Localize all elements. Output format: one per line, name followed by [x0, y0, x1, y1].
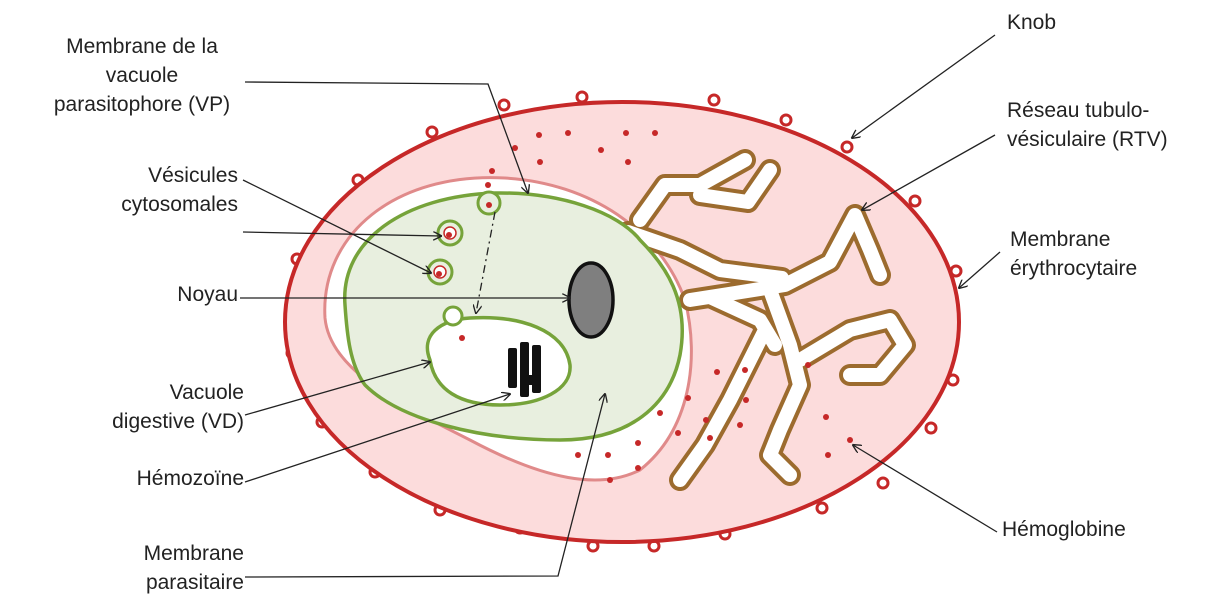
label-hemozoine: Hémozoïne — [40, 464, 244, 493]
knob-icon — [910, 196, 920, 206]
digestive-vacuole-bud — [444, 307, 462, 325]
knob-icon — [817, 503, 827, 513]
leader-membrane-erythrocytaire — [959, 252, 1000, 288]
knob-icon — [577, 92, 587, 102]
leader-rtv — [862, 135, 995, 210]
leader-hemoglobine — [853, 445, 997, 532]
knob-icon — [709, 95, 719, 105]
knob-icon — [926, 423, 936, 433]
label-vesicules-cytosomales: Vésicules cytosomales — [60, 161, 238, 219]
knob-icon — [499, 100, 509, 110]
label-rtv: Réseau tubulo- vésiculaire (RTV) — [1007, 96, 1207, 154]
leader-knob — [852, 35, 995, 138]
nucleus — [569, 263, 613, 337]
label-membrane-vp: Membrane de la vacuole parasitophore (VP… — [22, 32, 262, 119]
hemoglobin-dot — [446, 232, 452, 238]
hemoglobin-dot — [436, 271, 442, 277]
knob-icon — [878, 478, 888, 488]
label-vacuole-digestive: Vacuole digestive (VD) — [40, 378, 244, 436]
knob-icon — [427, 127, 437, 137]
label-hemoglobine: Hémoglobine — [1002, 515, 1202, 544]
label-membrane-erythrocytaire: Membrane érythrocytaire — [1010, 225, 1210, 283]
label-membrane-parasitaire: Membrane parasitaire — [40, 539, 244, 597]
knob-icon — [842, 142, 852, 152]
knob-icon — [781, 115, 791, 125]
label-knob: Knob — [1007, 8, 1187, 37]
hemoglobin-dot — [459, 335, 465, 341]
hemoglobin-dot — [486, 202, 492, 208]
label-noyau: Noyau — [60, 280, 238, 309]
